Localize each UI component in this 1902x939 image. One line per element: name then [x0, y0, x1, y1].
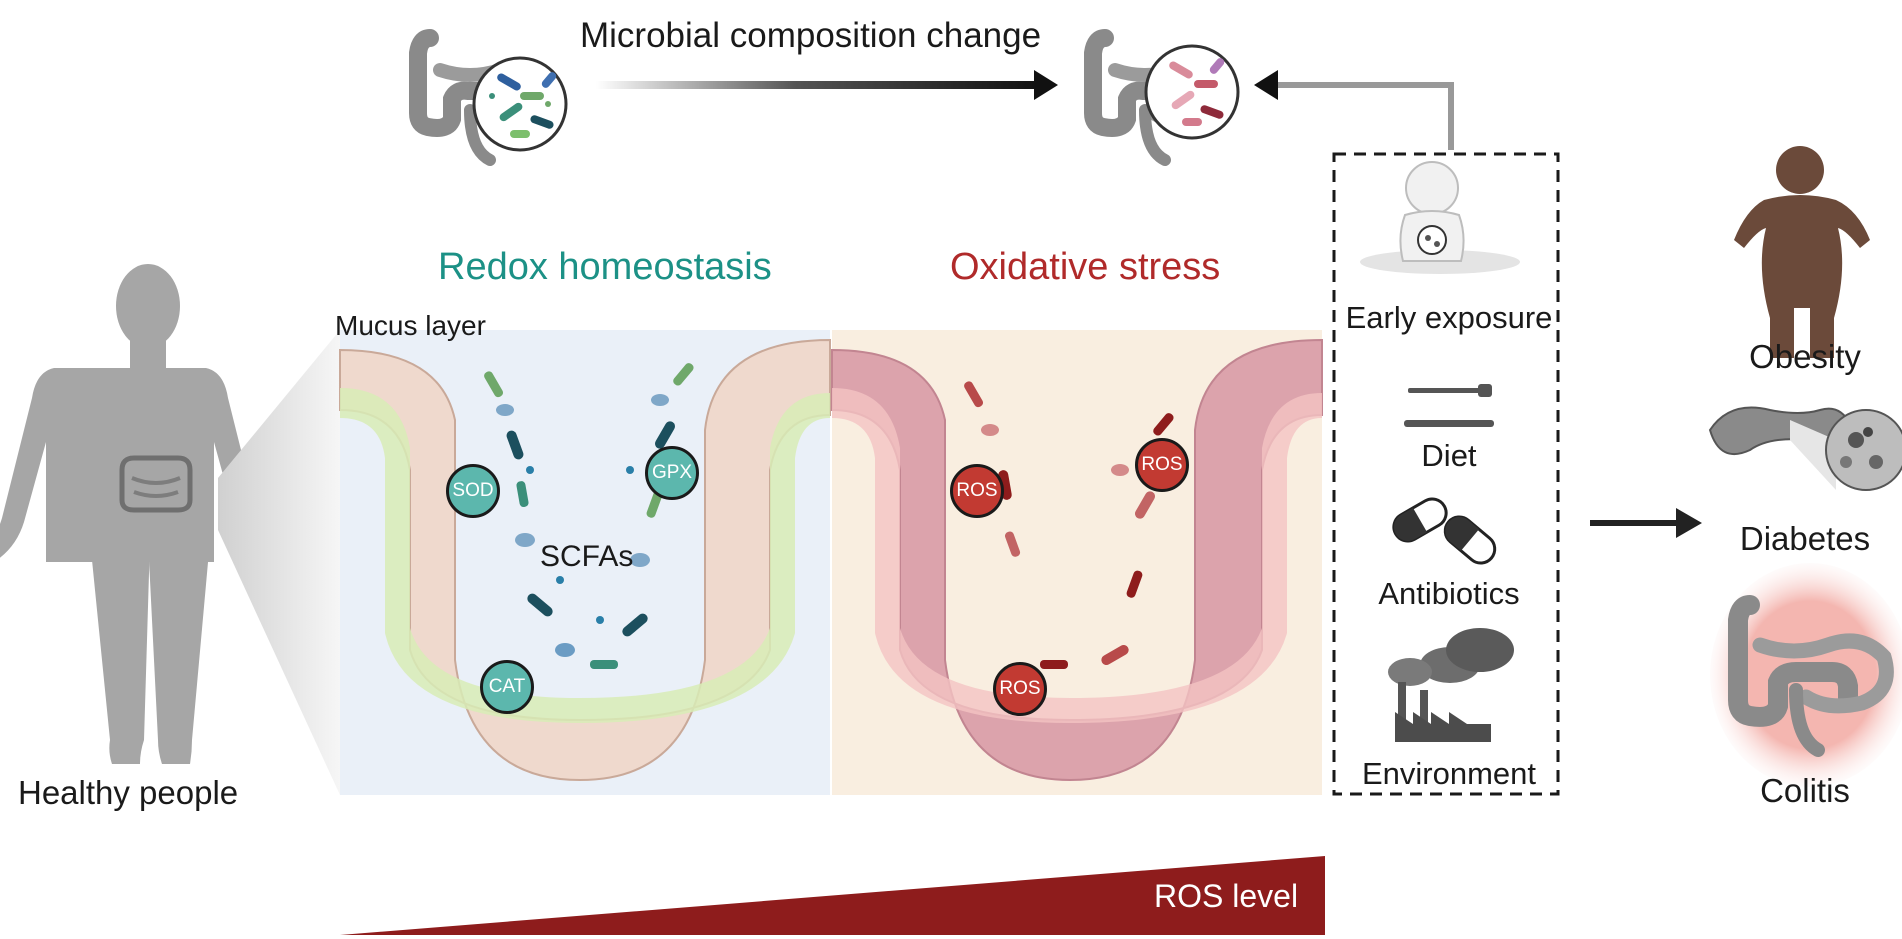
healthy-people-label: Healthy people	[18, 774, 239, 811]
gpx-badge: GPX	[645, 446, 699, 500]
ros-level-label: ROS level	[1154, 878, 1299, 914]
stressed-microbes	[964, 381, 1174, 669]
ros-badge: ROS	[950, 464, 1004, 518]
factor-feedback-connector	[1275, 82, 1454, 150]
colitis-gut-icon	[1710, 563, 1902, 787]
factor-feedback-arrow-head	[1254, 70, 1278, 100]
outcome-arrow-shaft	[1590, 520, 1680, 526]
dysbiosis-microbe-magnifier-icon	[1144, 44, 1240, 140]
infant-icon	[1360, 161, 1520, 274]
zoom-cone	[218, 330, 340, 795]
healthy-microbes	[484, 363, 694, 669]
fork-knife-icon	[1404, 384, 1494, 427]
colitis-label: Colitis	[1760, 772, 1850, 809]
person-gut-icon	[119, 455, 193, 513]
obesity-silhouette	[1734, 146, 1870, 358]
sod-badge: SOD	[446, 464, 500, 518]
ros-badge: ROS	[1135, 438, 1189, 492]
capsule-icon	[1392, 497, 1497, 565]
mucus-layer-label: Mucus layer	[335, 310, 486, 341]
cat-badge: CAT	[480, 660, 534, 714]
stressed-mucus-layer	[832, 388, 1322, 723]
outcome-arrow-head	[1676, 508, 1702, 538]
diet-label: Diet	[1421, 438, 1477, 473]
factory-icon	[1388, 628, 1514, 742]
ros-level-gradient	[340, 856, 1325, 935]
healthy-mucus-layer	[340, 388, 830, 723]
redox-homeostasis-title: Redox homeostasis	[438, 246, 772, 288]
healthy-microbe-magnifier-icon	[472, 56, 568, 152]
composition-arrow-shaft	[596, 81, 1038, 89]
pancreas-icon	[1708, 406, 1902, 491]
early-exposure-label: Early exposure	[1345, 300, 1553, 335]
composition-change-label: Microbial composition change	[580, 16, 1042, 55]
scfas-label: SCFAs	[540, 540, 634, 573]
ros-badge: ROS	[993, 662, 1047, 716]
healthy-person-silhouette	[0, 264, 278, 764]
oxidative-stress-title: Oxidative stress	[950, 246, 1221, 288]
antibiotics-label: Antibiotics	[1378, 576, 1520, 611]
obesity-label: Obesity	[1749, 338, 1861, 375]
risk-factor-box	[1332, 152, 1560, 796]
composition-arrow-head	[1034, 70, 1058, 100]
diabetes-label: Diabetes	[1739, 520, 1871, 557]
environment-label: Environment	[1361, 756, 1537, 791]
